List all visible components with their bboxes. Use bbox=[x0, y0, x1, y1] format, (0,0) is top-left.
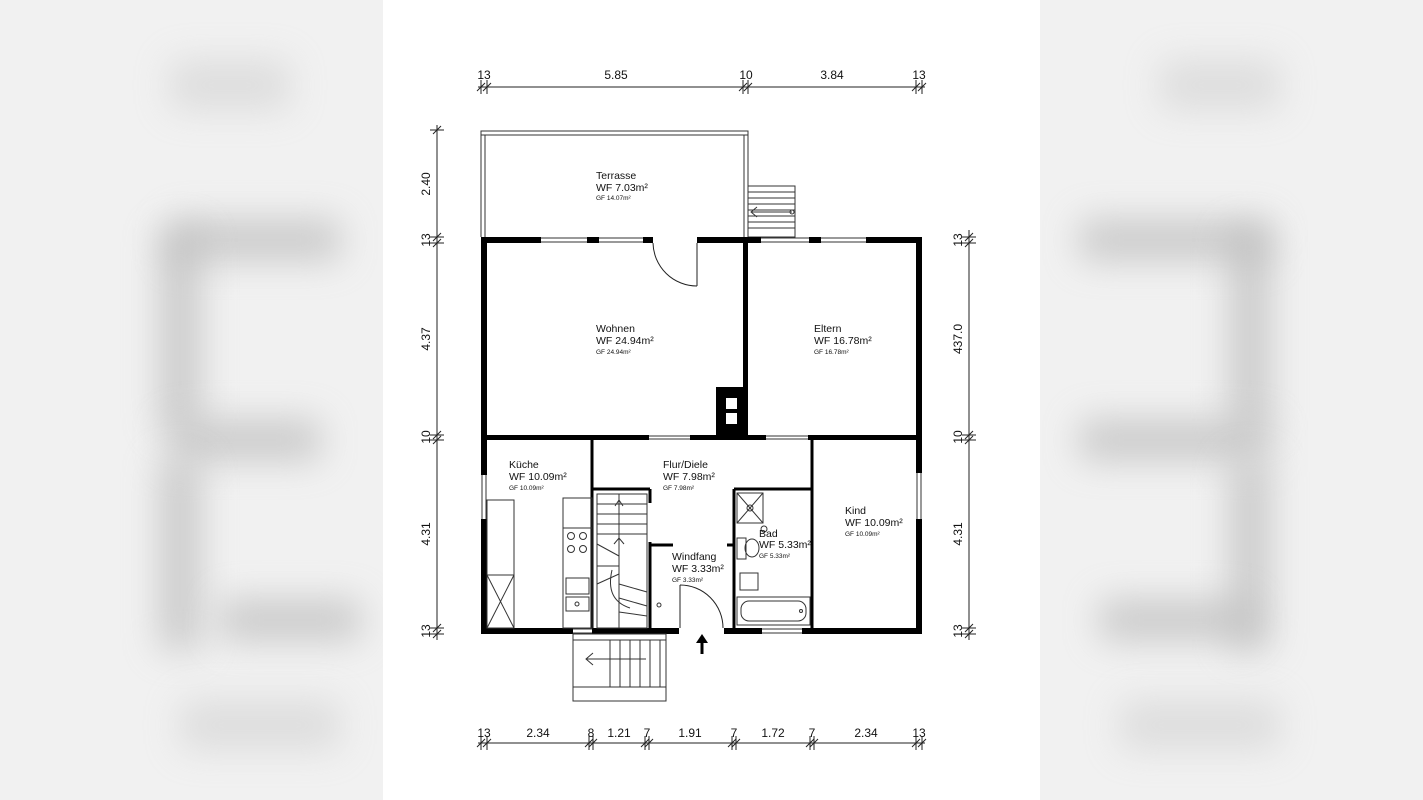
entrance-door bbox=[679, 584, 724, 629]
dim-top-3: 10 bbox=[739, 68, 753, 82]
room-label-bad: Bad bbox=[759, 528, 778, 540]
room-label-kueche: Küche bbox=[509, 459, 539, 471]
dim-bottom-2: 2.34 bbox=[526, 726, 550, 740]
room-label-terrasse: Terrasse bbox=[596, 170, 636, 182]
floor-plan: 13 5.85 10 3.84 13 13 2.34 8 1.21 7 1.91… bbox=[419, 68, 976, 750]
room-label-windfang: Windfang bbox=[672, 551, 717, 563]
room-label-kind: Kind bbox=[845, 505, 866, 517]
room-kind: Kind WF 10.09m² GF 10.09m² bbox=[845, 505, 903, 538]
room-wohnen: Wohnen WF 24.94m² GF 24.94m² bbox=[596, 323, 654, 356]
dim-right-3: 10 bbox=[951, 430, 965, 444]
front-steps bbox=[572, 633, 667, 702]
room-gf-windfang: GF 3.33m² bbox=[672, 577, 704, 584]
room-gf-bad: GF 5.33m² bbox=[759, 553, 791, 560]
dim-left-5: 4.31 bbox=[419, 522, 433, 546]
room-gf-wohnen: GF 24.94m² bbox=[596, 349, 632, 356]
room-gf-terrasse: GF 14.07m² bbox=[596, 195, 632, 202]
room-eltern: Eltern WF 16.78m² GF 16.78m² bbox=[814, 323, 872, 356]
entrance-arrow-icon bbox=[696, 634, 708, 654]
dim-bottom-6: 1.91 bbox=[678, 726, 702, 740]
dim-top-4: 3.84 bbox=[820, 68, 844, 82]
dim-bottom-1: 13 bbox=[477, 726, 491, 740]
windows bbox=[481, 237, 922, 634]
kitchen-counter bbox=[486, 497, 593, 629]
terrace-outline bbox=[480, 130, 749, 237]
walls bbox=[481, 237, 922, 634]
room-kueche: Küche WF 10.09m² GF 10.09m² bbox=[509, 459, 567, 492]
dim-left-3: 4.37 bbox=[419, 327, 433, 351]
dim-bottom-9: 7 bbox=[809, 726, 816, 740]
room-flur: Flur/Diele WF 7.98m² GF 7.98m² bbox=[663, 459, 715, 492]
room-gf-flur: GF 7.98m² bbox=[663, 485, 695, 492]
dim-left-6: 13 bbox=[419, 624, 433, 638]
terrace-stairs bbox=[747, 185, 796, 238]
dim-bottom-5: 7 bbox=[644, 726, 651, 740]
room-wf-wohnen: WF 24.94m² bbox=[596, 335, 654, 347]
dim-right-1: 13 bbox=[951, 233, 965, 247]
dim-top-1: 13 bbox=[477, 68, 491, 82]
blurred-background-left bbox=[0, 0, 400, 800]
dim-bottom-8: 1.72 bbox=[761, 726, 785, 740]
dim-right-2: 437.0 bbox=[951, 324, 965, 354]
room-gf-eltern: GF 16.78m² bbox=[814, 349, 850, 356]
dim-left-1: 2.40 bbox=[419, 172, 433, 196]
dimension-lines bbox=[430, 80, 976, 750]
dim-right-4: 4.31 bbox=[951, 522, 965, 546]
room-wf-eltern: WF 16.78m² bbox=[814, 335, 872, 347]
floor-plan-sheet: 13 5.85 10 3.84 13 13 2.34 8 1.21 7 1.91… bbox=[383, 0, 1040, 800]
dim-left-2: 13 bbox=[419, 233, 433, 247]
blurred-background-right bbox=[1040, 0, 1423, 800]
room-gf-kueche: GF 10.09m² bbox=[509, 485, 545, 492]
room-windfang: Windfang WF 3.33m² GF 3.33m² bbox=[672, 551, 724, 584]
room-wf-flur: WF 7.98m² bbox=[663, 471, 715, 483]
dim-top-2: 5.85 bbox=[604, 68, 628, 82]
dim-bottom-4: 1.21 bbox=[607, 726, 631, 740]
staircase bbox=[596, 493, 662, 629]
room-terrasse: Terrasse WF 7.03m² GF 14.07m² bbox=[596, 170, 648, 202]
dim-bottom-3: 8 bbox=[588, 726, 595, 740]
room-label-wohnen: Wohnen bbox=[596, 323, 635, 335]
room-wf-kind: WF 10.09m² bbox=[845, 517, 903, 529]
dim-bottom-7: 7 bbox=[731, 726, 738, 740]
room-label-eltern: Eltern bbox=[814, 323, 842, 335]
dim-right-5: 13 bbox=[951, 624, 965, 638]
bathroom-fixtures bbox=[736, 492, 811, 626]
dim-left-4: 10 bbox=[419, 430, 433, 444]
room-bad: Bad WF 5.33m² GF 5.33m² bbox=[759, 528, 811, 560]
dim-bottom-11: 13 bbox=[912, 726, 926, 740]
room-wf-windfang: WF 3.33m² bbox=[672, 563, 724, 575]
room-wf-bad: WF 5.33m² bbox=[759, 539, 811, 551]
living-room-door bbox=[652, 242, 698, 287]
dim-top-5: 13 bbox=[912, 68, 926, 82]
room-wf-terrasse: WF 7.03m² bbox=[596, 182, 648, 194]
dim-bottom-10: 2.34 bbox=[854, 726, 878, 740]
room-label-flur: Flur/Diele bbox=[663, 459, 708, 471]
chimney-flues bbox=[726, 398, 737, 424]
room-gf-kind: GF 10.09m² bbox=[845, 531, 881, 538]
room-wf-kueche: WF 10.09m² bbox=[509, 471, 567, 483]
